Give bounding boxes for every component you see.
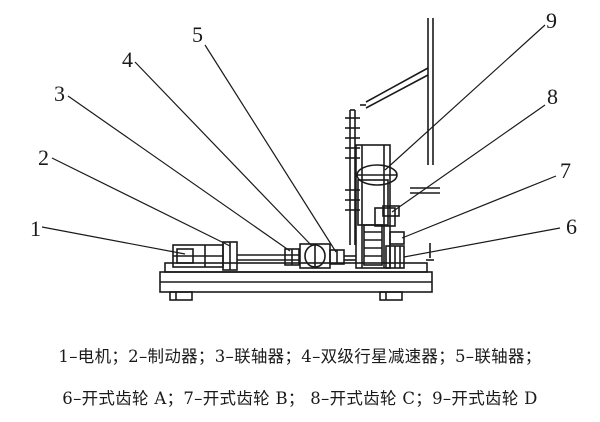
- leader-line-3: [67, 95, 291, 252]
- caption-line-1: 1–电机；2–制动器；3–联轴器；4–双级行星减速器；5–联轴器；: [58, 347, 542, 366]
- open-gear-b: [389, 231, 405, 245]
- callout-5: 5: [192, 22, 203, 47]
- leader-line-1: [41, 226, 186, 255]
- leader-line-8: [391, 104, 546, 213]
- leader-line-6: [403, 227, 561, 258]
- callout-8: 8: [547, 84, 558, 109]
- callout-9: 9: [546, 8, 557, 33]
- open-gear-a: [385, 245, 405, 269]
- leader-lines: [41, 24, 561, 258]
- coupling-5: [329, 249, 356, 265]
- callout-3: 3: [54, 81, 65, 106]
- leader-line-9: [384, 24, 546, 171]
- leader-line-2: [51, 157, 231, 247]
- coupling-3: [284, 248, 300, 266]
- callout-2: 2: [38, 145, 49, 170]
- brake: [222, 241, 238, 271]
- callout-6: 6: [566, 214, 577, 239]
- callout-4: 4: [122, 47, 133, 72]
- leader-line-5: [204, 44, 337, 253]
- upper-frame: [345, 18, 440, 261]
- input-shaft: [237, 254, 300, 261]
- callout-1: 1: [30, 216, 41, 241]
- open-gear-d: [356, 164, 398, 186]
- leader-line-4: [134, 61, 313, 247]
- open-gear-c: [382, 205, 400, 217]
- planetary-reducer: [299, 243, 331, 269]
- leader-line-7: [401, 175, 557, 239]
- caption-line-2: 6–开式齿轮 A；7–开式齿轮 B； 8–开式齿轮 C；9–开式齿轮 D: [62, 389, 538, 408]
- callout-7: 7: [560, 158, 571, 183]
- base-frame: [159, 262, 433, 301]
